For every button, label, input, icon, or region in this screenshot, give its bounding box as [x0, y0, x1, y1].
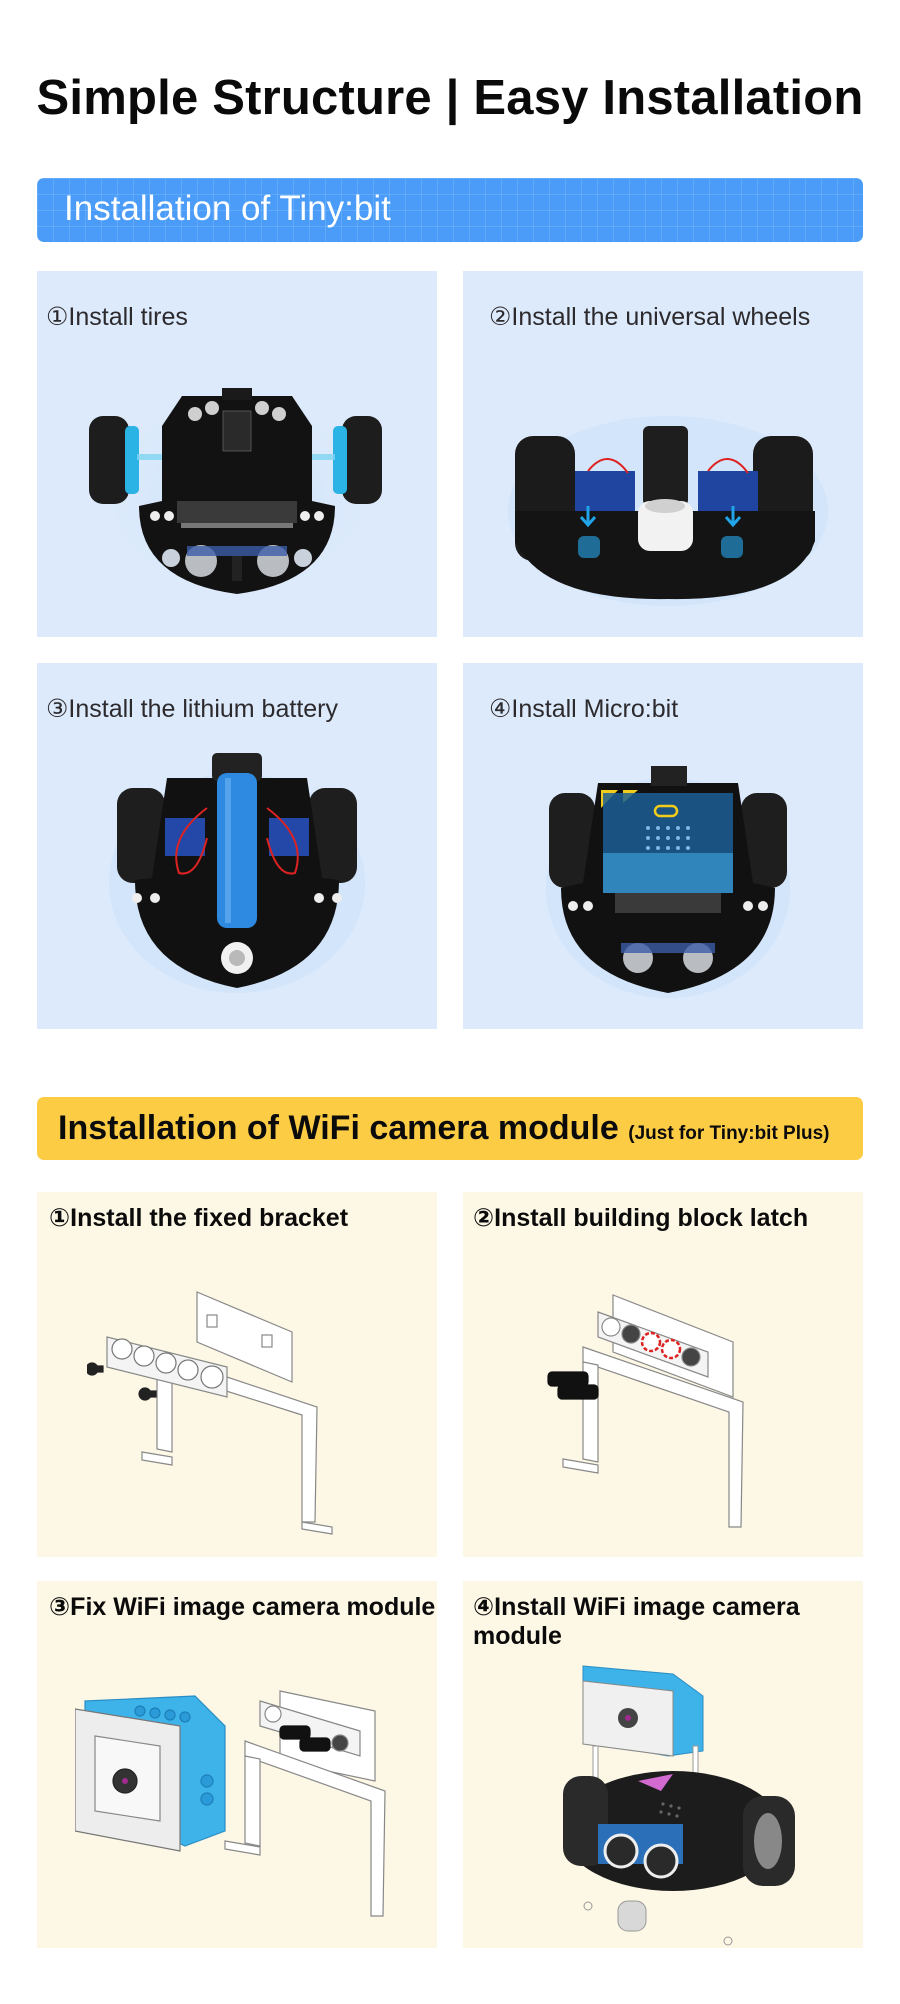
robot-lithium-battery-image — [107, 748, 367, 998]
step-card-install-camera-module: ④Install WiFi image camera module — [463, 1581, 863, 1948]
section-banner-tinybit: Installation of Tiny:bit — [37, 178, 863, 242]
step-label: ①Install the fixed bracket — [49, 1204, 349, 1232]
step-label: ②Install the universal wheels — [489, 303, 811, 331]
section-banner-note: (Just for Tiny:bit Plus) — [628, 1123, 830, 1144]
step-label: ②Install building block latch — [473, 1204, 809, 1232]
step-label: ④Install WiFi image camera module — [473, 1593, 800, 1650]
step-label: ③Install the lithium battery — [46, 695, 338, 723]
step-card-install-block-latch: ②Install building block latch — [463, 1192, 863, 1557]
section-banner-label: Installation of WiFi camera module — [58, 1109, 619, 1147]
robot-universal-wheel-image — [503, 401, 833, 611]
bracket-screws-image — [87, 1287, 357, 1537]
step-label: ①Install tires — [46, 303, 188, 331]
page-title: Simple Structure | Easy Installation — [36, 71, 864, 125]
robot-chassis-tires-image — [77, 366, 397, 606]
robot-with-camera-image — [543, 1656, 803, 1946]
step-label: ④Install Micro:bit — [489, 695, 679, 723]
section-banner-label: Installation of Tiny:bit — [64, 189, 391, 228]
step-label: ③Fix WiFi image camera module — [49, 1593, 436, 1621]
robot-microbit-image — [543, 758, 793, 1008]
step-card-install-fixed-bracket: ①Install the fixed bracket — [37, 1192, 437, 1557]
step-card-install-universal-wheels: ②Install the universal wheels — [463, 271, 863, 637]
step-card-install-tires: ①Install tires — [37, 271, 437, 637]
bracket-latch-image — [543, 1287, 783, 1537]
step-card-fix-camera-module: ③Fix WiFi image camera module — [37, 1581, 437, 1948]
section-banner-wifi-camera: Installation of WiFi camera module (Just… — [37, 1097, 863, 1160]
camera-module-bracket-image — [75, 1681, 437, 1931]
step-card-install-lithium-battery: ③Install the lithium battery — [37, 663, 437, 1029]
step-card-install-microbit: ④Install Micro:bit — [463, 663, 863, 1029]
